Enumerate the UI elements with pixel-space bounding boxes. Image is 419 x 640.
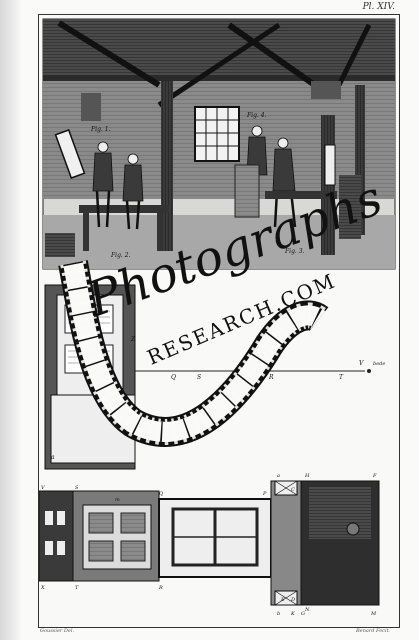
credit-engraver: Benard Fecit. bbox=[356, 628, 391, 634]
page-gutter-shadow bbox=[0, 0, 22, 640]
plan-label-m-small: m bbox=[115, 497, 120, 503]
plan-label-e: E bbox=[280, 597, 285, 603]
plan-label-t: T bbox=[75, 585, 79, 591]
label-s: S bbox=[197, 374, 201, 381]
plan-label-d: D bbox=[290, 597, 295, 603]
plan-label-r: R bbox=[158, 585, 163, 591]
workshop-scene: Fig. 1. Fig. 2. Fig. 3. Fig. 4. bbox=[42, 18, 396, 270]
tympan-frame bbox=[54, 129, 86, 179]
plan-label-b: b bbox=[277, 611, 280, 617]
label-z: Z bbox=[130, 336, 136, 343]
film-strip-icon bbox=[58, 260, 329, 447]
plate-number: Pl. XIV. bbox=[362, 2, 395, 12]
fig-label-4: Fig. 4. bbox=[246, 112, 267, 119]
fig-label-2: Fig. 2. bbox=[110, 252, 131, 259]
plan-label-p: P bbox=[262, 491, 267, 497]
label-q: Q bbox=[171, 374, 176, 381]
press-plan-diagram: V S X T Q R P a b C D E F H G K M bbox=[38, 473, 380, 617]
plan-label-g: G bbox=[301, 611, 305, 617]
label-bede: bede bbox=[373, 361, 385, 367]
plan-label-f: F bbox=[372, 473, 377, 479]
plan-label-k: K bbox=[290, 611, 295, 617]
plan-label-n: N bbox=[304, 607, 310, 613]
plan-rails bbox=[270, 480, 302, 606]
label-v: V bbox=[359, 360, 364, 367]
plan-label-h: H bbox=[304, 473, 310, 479]
plan-label-x: X bbox=[40, 585, 45, 591]
fig-label-1: Fig. 1. bbox=[90, 126, 111, 133]
press-bed bbox=[79, 205, 169, 213]
plan-end-block bbox=[38, 490, 74, 582]
engraving-frame: Fig. 1. Fig. 2. Fig. 3. Fig. 4. bbox=[38, 14, 400, 628]
credit-draughtsman: Goussier Del. bbox=[40, 628, 75, 634]
plan-label-q: Q bbox=[159, 491, 163, 497]
label-r: R bbox=[268, 374, 274, 381]
plan-label-v: V bbox=[41, 485, 46, 491]
plan-label-s: S bbox=[75, 485, 79, 491]
plan-label-c: C bbox=[291, 487, 295, 493]
plan-label-m: M bbox=[370, 611, 377, 617]
fig-label-3: Fig. 3. bbox=[284, 248, 305, 255]
press-right bbox=[265, 191, 337, 199]
workshop-floor bbox=[43, 215, 395, 269]
label-a: a bbox=[51, 454, 55, 461]
plan-label-a: a bbox=[277, 473, 280, 479]
engraving-illustration: Fig. 1. Fig. 2. Fig. 3. Fig. 4. bbox=[38, 18, 396, 617]
label-t: T bbox=[339, 374, 344, 381]
